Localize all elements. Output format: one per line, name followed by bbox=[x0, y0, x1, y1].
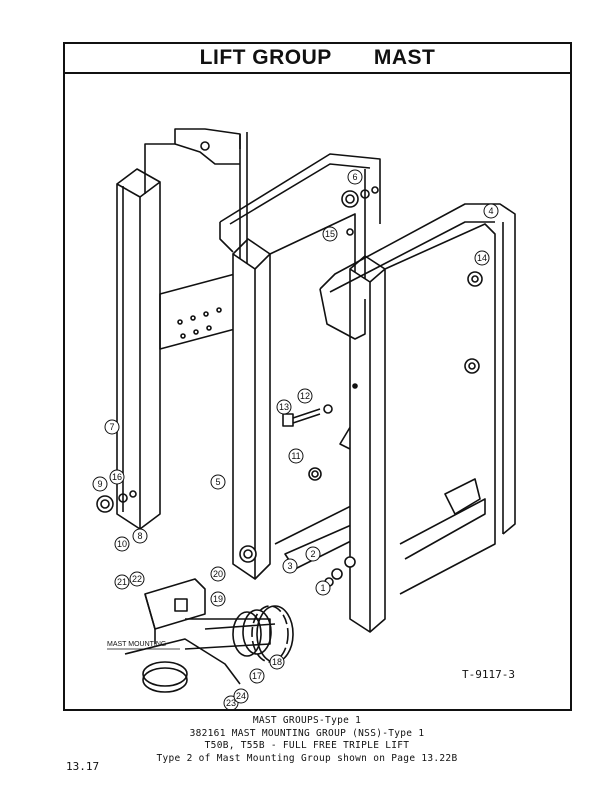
callout-12 bbox=[297, 388, 313, 404]
callout-3-text: 3 bbox=[287, 561, 292, 571]
mast-exploded-drawing: MAST MOUNTING bbox=[92, 128, 516, 709]
caption-line-1: MAST GROUPS-Type 1 bbox=[252, 715, 362, 726]
callout-15-text: 15 bbox=[325, 229, 335, 239]
callout-16-text: 16 bbox=[112, 472, 122, 482]
callout-7-text: 7 bbox=[109, 422, 114, 432]
outer-mast-rail bbox=[116, 128, 248, 530]
callout-19 bbox=[210, 591, 226, 607]
drawing-reference-number: T-9117-3 bbox=[462, 668, 515, 681]
title-bar: LIFT GROUP MAST bbox=[65, 44, 570, 74]
mast-mounting-assembly bbox=[124, 578, 294, 693]
callout-20-text: 20 bbox=[213, 569, 223, 579]
callout-16 bbox=[109, 469, 125, 485]
callout-22-text: 22 bbox=[132, 574, 142, 584]
callout-6-text: 6 bbox=[352, 172, 357, 182]
callout-19-text: 19 bbox=[213, 594, 223, 604]
callout-2 bbox=[305, 546, 321, 562]
callout-14-text: 14 bbox=[477, 253, 487, 263]
caption-line-4: Type 2 of Mast Mounting Group shown on P… bbox=[156, 752, 458, 764]
callout-22 bbox=[129, 571, 145, 587]
callout-24 bbox=[233, 688, 249, 704]
callout-9-text: 9 bbox=[97, 479, 102, 489]
callout-5-text: 5 bbox=[215, 477, 220, 487]
callout-3 bbox=[282, 558, 298, 574]
caption-line-2: 382161 MAST MOUNTING GROUP (NSS)-Type 1 bbox=[189, 727, 425, 739]
figure-frame: LIFT GROUP MAST bbox=[63, 42, 572, 711]
callout-2-text: 2 bbox=[310, 549, 315, 559]
callout-18 bbox=[269, 654, 285, 670]
callout-17 bbox=[249, 668, 265, 684]
callout-10-text: 10 bbox=[117, 539, 127, 549]
callout-1 bbox=[315, 580, 331, 596]
callout-10 bbox=[114, 536, 130, 552]
callout-18-text: 18 bbox=[272, 657, 282, 667]
page-number: 13.17 bbox=[66, 760, 100, 773]
inner-mast-rail bbox=[319, 203, 516, 633]
callout-13-text: 13 bbox=[279, 402, 289, 412]
callout-24-text: 24 bbox=[236, 691, 246, 701]
callout-9 bbox=[92, 476, 108, 492]
callout-15 bbox=[322, 226, 338, 242]
callout-6 bbox=[347, 169, 363, 185]
callout-8-text: 8 bbox=[137, 531, 142, 541]
callout-4-text: 4 bbox=[488, 206, 493, 216]
callout-7 bbox=[104, 419, 120, 435]
callout-23-text: 23 bbox=[226, 698, 236, 708]
callout-4 bbox=[483, 203, 499, 219]
mast-mounting-label: MAST MOUNTING bbox=[107, 641, 166, 648]
callout-5 bbox=[210, 474, 226, 490]
callout-12-text: 12 bbox=[300, 391, 310, 401]
bearings-and-hardware bbox=[96, 186, 489, 587]
callout-1-text: 1 bbox=[320, 583, 325, 593]
title-mast: MAST bbox=[373, 46, 436, 69]
callout-8 bbox=[132, 528, 148, 544]
callout-13 bbox=[276, 399, 292, 415]
caption-line-3: T50B, T55B - FULL FREE TRIPLE LIFT bbox=[204, 740, 410, 751]
callout-21 bbox=[114, 574, 130, 590]
callout-17-text: 17 bbox=[252, 671, 262, 681]
callout-11-text: 11 bbox=[291, 451, 300, 461]
title-lift-group: LIFT GROUP bbox=[199, 46, 332, 69]
callout-21-text: 21 bbox=[117, 577, 127, 587]
callout-14 bbox=[474, 250, 490, 266]
callout-11 bbox=[288, 448, 304, 464]
callout-20 bbox=[210, 566, 226, 582]
figure-caption: MAST GROUPS-Type 1 382161 MAST MOUNTING … bbox=[0, 715, 614, 765]
